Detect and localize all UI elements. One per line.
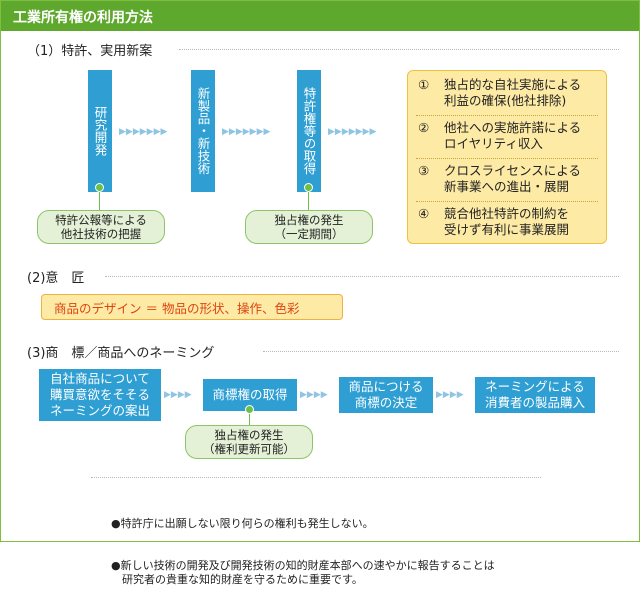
flow-arrows: ▶▶▶▶	[300, 390, 328, 400]
flow-box-naming-idea: 自社商品について 購買意欲をそそる ネーミングの案出	[39, 369, 161, 421]
design-pill: 商品のデザイン ＝ 物品の形状、操作、色彩	[41, 294, 343, 320]
note-item: ●特許庁に出願しない限り何らの権利も発生しない。	[111, 517, 374, 530]
flow-box-trademark-decision: 商品につける 商標の決定	[339, 377, 433, 413]
diagram-frame: 工業所有権の利用方法 （1）特許、実用新案 研究開発 新製品・新技術 特許権等の…	[0, 0, 640, 586]
section3-divider	[263, 351, 619, 352]
section1-divider	[179, 49, 619, 50]
title-bar: 工業所有権の利用方法	[1, 1, 639, 31]
pill-exclusive-right: 独占権の発生 （一定期間）	[245, 210, 373, 244]
flow-arrows: ▶▶▶▶	[164, 390, 192, 400]
flow-arrows: ▶▶▶▶	[436, 390, 464, 400]
flow-arrows: ▶▶▶▶▶▶▶	[222, 127, 271, 137]
connector-dot	[95, 183, 104, 192]
connector-line	[308, 186, 309, 212]
section3-heading: (3)商 標／商品へのネーミング	[27, 346, 215, 361]
page-title: 工業所有権の利用方法	[13, 10, 153, 26]
flow-box-trademark-acquisition: 商標権の取得	[203, 379, 297, 411]
flow-box-new-product: 新製品・新技術	[191, 70, 215, 192]
pill-trademark-right: 独占権の発生 （権利更新可能）	[185, 425, 313, 459]
flow-box-consumer-purchase: ネーミングによる 消費者の製品購入	[475, 377, 595, 413]
pill-patent-gazette: 特許公報等による 他社技術の把握	[37, 210, 165, 244]
flow-box-patent-acquisition: 特許権等の取得	[297, 70, 321, 192]
section2-heading: (2)意 匠	[27, 271, 85, 286]
benefit-separator	[416, 201, 598, 202]
flow-box-research: 研究開発	[88, 70, 112, 192]
benefits-box: ① 独占的な自社実施による 利益の確保(他社排除) ② 他社への実施許諾による …	[407, 70, 607, 244]
benefit-separator	[416, 115, 598, 116]
connector-line	[249, 407, 250, 427]
note-item: ●新しい技術の開発及び開発技術の知的財産本部への速やかに報告することは 研究者の…	[111, 559, 495, 586]
flow-arrows: ▶▶▶▶▶▶▶	[119, 127, 168, 137]
benefit-separator	[416, 158, 598, 159]
connector-line	[99, 186, 100, 212]
connector-dot	[245, 405, 254, 414]
flow-arrows: ▶▶▶▶▶▶▶	[328, 127, 377, 137]
connector-dot	[304, 183, 313, 192]
notes-divider	[91, 477, 541, 478]
section1-heading: （1）特許、実用新案	[27, 44, 153, 59]
section2-divider	[105, 276, 619, 277]
notes: ●特許庁に出願しない限り何らの権利も発生しない。 ●新しい技術の開発及び開発技術…	[111, 489, 495, 615]
